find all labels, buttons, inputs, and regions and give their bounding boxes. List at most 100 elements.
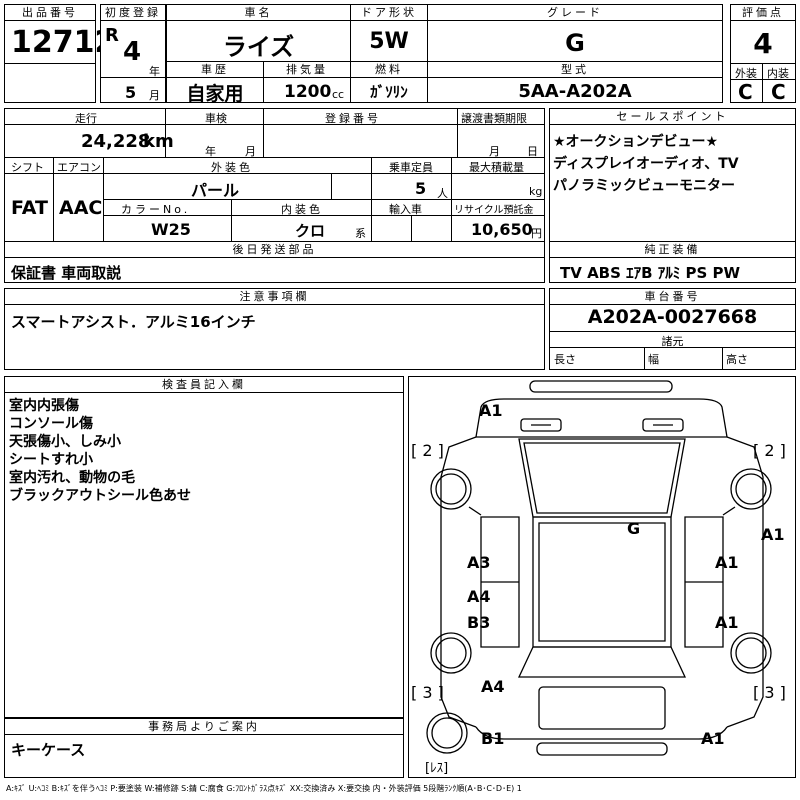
damage-legend: A:ｷｽﾞ U:ﾍｺﾐ B:ｷｽﾞを伴うﾍｺﾐ P:要塗装 W:補修跡 S:錆 … [6,784,522,793]
inspection-month-unit: 月 [245,145,256,158]
capacity: 5 [415,179,427,198]
selling-points-box: セールスポイント ★オークションデビュー★ ディスプレイオーディオ、TV パノラ… [549,108,796,242]
inspector-line-4: シートすれ小 [9,452,93,468]
score-label: 評価点 [731,5,795,21]
fuel: ｶﾞｿﾘﾝ [370,83,408,101]
selling-point-2: ディスプレイオーディオ、TV [553,156,739,172]
month-unit: 月 [149,89,160,102]
grade-label: グレード [428,5,722,21]
mark-b3: B3 [467,613,491,632]
model: 5AA-A202A [518,81,632,102]
mark-a3: A3 [467,553,491,572]
length-label: 長さ [554,353,576,366]
notes: スマートアシスト．アルミ16インチ [11,313,256,331]
chassis-box: 車台番号 A202A-0027668 諸元 長さ 幅 高さ [549,288,796,370]
reg-year: 4 [123,37,142,67]
height-label: 高さ [726,353,748,366]
mark-a1-rear: A1 [701,729,725,748]
selling-point-3: パノラミックビューモニター [553,178,735,194]
load-label: 最大積載量 [469,161,524,174]
door-label: ドア形状 [351,5,427,21]
mark-b1: B1 [481,729,505,748]
shift-label: シフト [11,161,44,174]
load-unit: kg [529,185,543,198]
mark-g-windshield: G [627,519,641,538]
inspector-label: 検査員記入欄 [5,377,403,393]
exterior-grade: C [738,80,753,104]
later-parts-box: 後日発送部品 保証書 車両取説 [4,241,545,283]
inspector-line-1: 室内内張傷 [9,398,79,414]
displacement-box: 排気量 1200 cc [263,61,351,103]
color-label: 外装色 [211,161,253,174]
lot-number-label: 出品番号 [5,5,95,21]
selling-point-1: ★オークションデビュー★ [553,134,719,150]
mark-spare-tire: [ﾚｽ] [425,761,449,776]
transfer-month: 月 [489,145,500,158]
door-type: 5W [369,29,409,54]
car-diagram: A1 [ 2 ] [ 2 ] G A1 A3 A1 A4 B3 A1 [ 3 ]… [408,376,796,778]
history-label: 車歴 [167,62,263,78]
ac-label: エアコン [57,161,101,174]
score-box: 評価点 4 外装 内装 C C [730,4,796,104]
displacement-label: 排気量 [264,62,350,78]
history-box: 車歴 自家用 [166,61,264,105]
recycle-label: リサイクル預託金 [454,205,534,216]
mileage: 24,228 [81,131,151,152]
mark-a4-left: A4 [467,587,491,606]
inspector-line-3: 天張傷小、しみ小 [9,434,121,450]
recycle-fee: 10,650 [471,220,533,239]
interior-color-unit: 系 [355,227,366,240]
capacity-label: 乗車定員 [389,161,433,174]
mark-a4-rear: A4 [481,677,505,696]
width-label: 幅 [648,353,659,366]
first-registration-box: 初度登録 R 4 年 5 月 [100,4,166,103]
mark-a1-right: A1 [761,525,785,544]
history: 自家用 [186,83,244,105]
inspector-line-2: コンソール傷 [9,416,93,432]
model-label: 型式 [428,62,722,78]
inspector-line-5: 室内汚れ、動物の毛 [9,470,136,486]
mileage-label: 走行 [75,112,97,125]
car-name-label: 車名 [167,5,350,21]
reg-month: 5 [125,83,137,102]
first-registration-label: 初度登録 [101,5,165,21]
recycle-unit: 円 [531,227,542,240]
door-box: ドア形状 5W [350,4,428,62]
colorno-label: カラーNo. [121,203,191,216]
mileage-unit: km [143,131,174,152]
registration-label: 登録番号 [325,112,381,125]
mark-bracket-bottom-right: [ 3 ] [753,683,786,702]
exterior-label: 外装 [735,67,757,80]
lot-number-box: 出品番号 12712 [4,4,115,103]
interior-label: 内装 [767,67,789,80]
office-label: 事務局よりご案内 [5,719,403,735]
car-outline [426,380,772,756]
displacement-unit: cc [332,88,345,101]
chassis-number: A202A-0027668 [587,306,758,328]
mark-a1-front: A1 [479,401,503,420]
grade-box: グレード G [427,4,723,62]
inspection-label: 車検 [205,112,227,125]
ac: AAC [59,197,103,219]
interior-grade: C [771,80,786,104]
inspection-year-unit: 年 [205,145,216,158]
exterior-color: パール [191,181,240,200]
interior-color: クロ [295,222,326,240]
office-box: 事務局よりご案内 キーケース [4,718,404,778]
office-note: キーケース [11,741,86,759]
displacement: 1200 [284,82,332,102]
transfer-label: 譲渡書類期限 [461,112,527,125]
model-box: 型式 5AA-A202A [427,61,723,103]
spec-label: 諸元 [661,335,684,348]
mark-bracket-bottom-left: [ 3 ] [411,683,444,702]
lot-number: 12712 [11,25,116,60]
import-label: 輸入車 [389,203,422,216]
selling-points-label: セールスポイント [550,109,795,125]
vehicle-info-box: 走行 車検 登録番号 譲渡書類期限 24,228 km 年 月 月 日 シフト … [4,108,545,242]
notes-box: 注意事項欄 スマートアシスト．アルミ16インチ [4,288,545,370]
color-number: W25 [151,220,191,239]
year-unit: 年 [149,65,160,78]
equipment: TV ABS ｴｱB ｱﾙﾐ PS PW [560,264,741,282]
grade: G [565,29,585,57]
mark-a1-mid-right: A1 [715,553,739,572]
